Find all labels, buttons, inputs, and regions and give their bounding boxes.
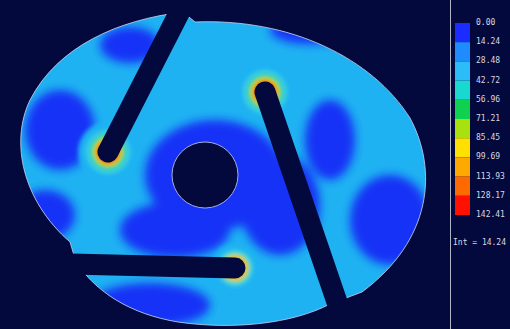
scale-value: 56.96 xyxy=(476,95,500,105)
scale-value: 42.72 xyxy=(476,76,500,86)
part-outline xyxy=(21,12,426,325)
scale-value: 28.48 xyxy=(476,56,500,66)
center-hole xyxy=(172,142,238,208)
scale-value: 0.00 xyxy=(476,18,495,28)
interval-note: Int = 14.24 xyxy=(453,238,506,248)
scale-value: 99.69 xyxy=(476,152,500,162)
scale-value: 85.45 xyxy=(476,133,500,143)
scale-value: 71.21 xyxy=(476,114,500,124)
slots xyxy=(30,0,350,329)
panel-divider xyxy=(450,0,451,329)
scale-value: 142.41 xyxy=(476,210,505,220)
scale-value: 14.24 xyxy=(476,37,500,47)
scale-value: 113.93 xyxy=(476,172,505,182)
color-bar xyxy=(455,23,470,215)
scale-value: 128.17 xyxy=(476,191,505,201)
part-body xyxy=(0,0,450,329)
